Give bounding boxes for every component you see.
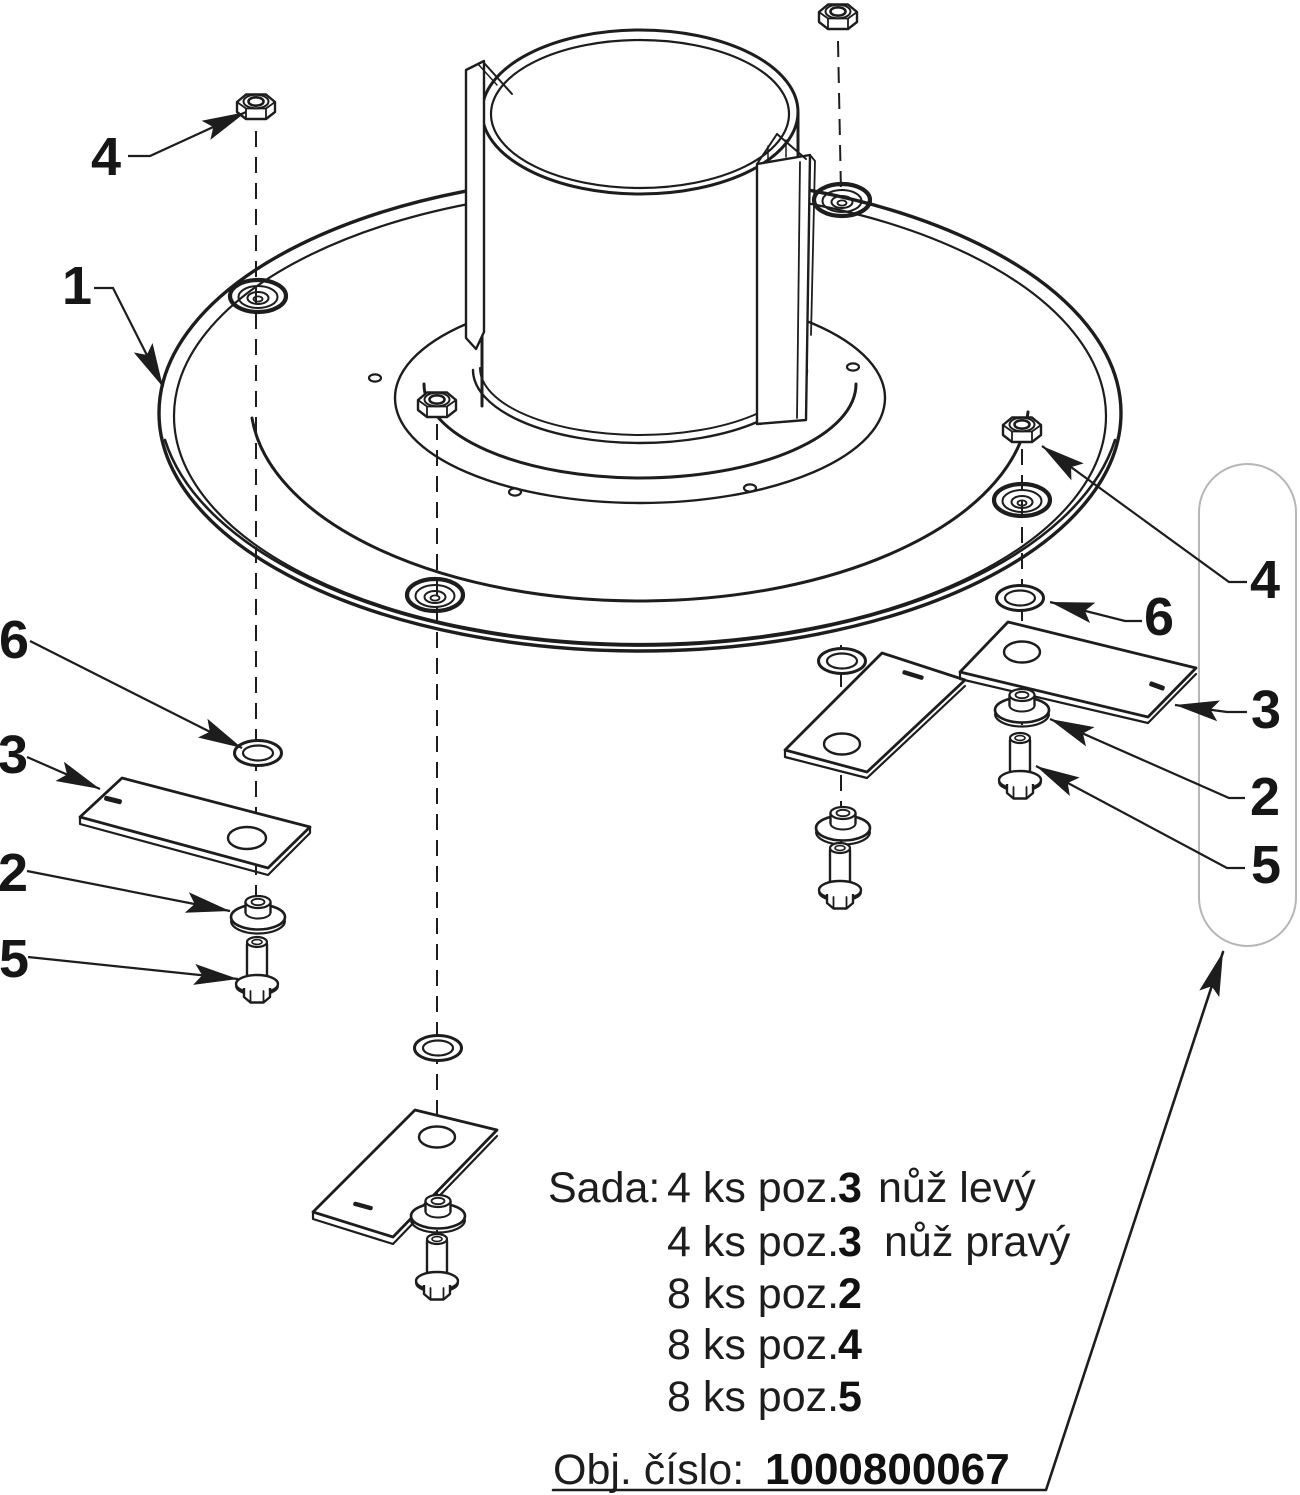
flange-nut [1001, 416, 1043, 444]
flange-nut [235, 93, 277, 121]
countersunk-hole [407, 579, 463, 611]
legend-line-1: 4 ks poz. 3 nůž levý [667, 1164, 1036, 1212]
callout-label-bolt-right: 5 [1251, 835, 1281, 895]
hub-dome-edge [422, 382, 858, 480]
flange-nut [416, 391, 458, 419]
callout-labels: 4 1 6 3 2 5 4 6 3 2 5 [0, 127, 1281, 989]
legend-qty: 4 ks poz. [667, 1218, 839, 1266]
leader-nut-top-left [128, 111, 247, 158]
cylinder-top-rim [480, 28, 800, 196]
washer-bushing-assembly [993, 687, 1051, 728]
leader-bolt-left [27, 955, 239, 985]
order-number: 1000800067 [765, 1445, 1010, 1494]
leader-blade-right [1174, 700, 1247, 722]
knife-blade-midright [783, 651, 967, 780]
flange-bolt [817, 841, 863, 910]
blade-hole [1002, 640, 1042, 664]
callout-label-ring-right: 6 [1144, 587, 1174, 647]
leader-ring-right [1049, 600, 1142, 623]
blade-stamp [353, 1201, 373, 1211]
legend-qty: 8 ks poz. [667, 1321, 839, 1369]
legend-qty: 8 ks poz. [667, 1373, 839, 1421]
center-cylinder [422, 28, 858, 480]
cylinder-inner-rim [489, 38, 791, 190]
disc-dish-edge [250, 410, 1030, 603]
leader-nut-right [1041, 445, 1247, 584]
order-number-line: Obj. číslo: 1000800067 [553, 1445, 1010, 1494]
blade-stamp [104, 795, 122, 805]
flange-bolt [234, 935, 280, 1004]
knife-blade-left [78, 776, 312, 877]
flange-nut [817, 3, 859, 31]
blade-hole [822, 732, 862, 756]
seal-ring-washer [413, 1034, 463, 1062]
callout-label-blade-right: 3 [1251, 680, 1281, 740]
order-number-arrow [551, 950, 1225, 1492]
seal-ring-washer [817, 647, 867, 675]
washer-bushing-assembly [814, 805, 872, 846]
countersunk-hole [814, 184, 870, 216]
legend-prefix: Sada: [548, 1164, 660, 1212]
pin-hole [507, 487, 523, 497]
blade-stamp [1149, 681, 1165, 691]
callout-label-bolt-left: 5 [0, 929, 29, 989]
seal-ring-washer [995, 584, 1045, 612]
legend-line-5: 8 ks poz. 5 [667, 1373, 862, 1421]
blade-stamp [902, 670, 924, 680]
legend-pos: 3 [838, 1218, 862, 1266]
callout-label-washer-left: 2 [0, 843, 28, 903]
callout-label-blade-left: 3 [0, 725, 28, 785]
leader-washer-right [1049, 717, 1245, 800]
legend-pos: 4 [838, 1321, 862, 1369]
legend-part-name: nůž pravý [884, 1218, 1071, 1266]
pin-hole [367, 373, 383, 383]
kit-legend: Sada: 4 ks poz. 3 nůž levý 4 ks poz. 3 n… [548, 1164, 1071, 1494]
legend-qty: 8 ks poz. [667, 1270, 839, 1318]
callout-label-ring-left: 6 [0, 610, 29, 670]
flange-bolt [997, 731, 1043, 800]
pin-hole [845, 362, 861, 372]
blade-hole [417, 1125, 457, 1149]
left-fin [464, 59, 513, 351]
legend-qty: 4 ks poz. [667, 1164, 839, 1212]
blade-hole [226, 825, 268, 851]
leader-disc [94, 286, 164, 388]
knife-blade-right [958, 620, 1198, 725]
legend-part-name: nůž levý [878, 1164, 1036, 1212]
leader-washer-left [26, 869, 231, 913]
right-fin [755, 133, 816, 426]
callout-label-nut-top-left: 4 [91, 127, 121, 187]
legend-pos: 3 [838, 1164, 862, 1212]
legend-pos: 5 [838, 1373, 862, 1421]
axis-dashline-midright-top [837, 40, 842, 194]
seal-ring-washer [233, 739, 283, 767]
washer-bushing-assembly [229, 894, 287, 935]
legend-line-2: 4 ks poz. 3 nůž pravý [667, 1218, 1071, 1266]
disc-thickness-edge [163, 438, 1117, 647]
knife-blade-center [311, 1108, 499, 1246]
callout-label-disc: 1 [62, 256, 92, 316]
highlight-capsule [1198, 463, 1297, 947]
pin-hole [742, 483, 758, 493]
callout-label-washer-right: 2 [1250, 767, 1280, 827]
leader-bolt-right [1035, 765, 1245, 870]
legend-pos: 2 [838, 1270, 862, 1318]
legend-line-3: 8 ks poz. 2 [667, 1270, 862, 1318]
leader-blade-left [26, 755, 101, 791]
flange-bolt [414, 1232, 460, 1301]
callout-leaders [26, 111, 1247, 985]
leader-ring-left [29, 640, 243, 749]
order-label: Obj. číslo: [553, 1446, 744, 1494]
callout-label-nut-right: 4 [1250, 550, 1280, 610]
legend-line-4: 8 ks poz. 4 [667, 1321, 862, 1369]
